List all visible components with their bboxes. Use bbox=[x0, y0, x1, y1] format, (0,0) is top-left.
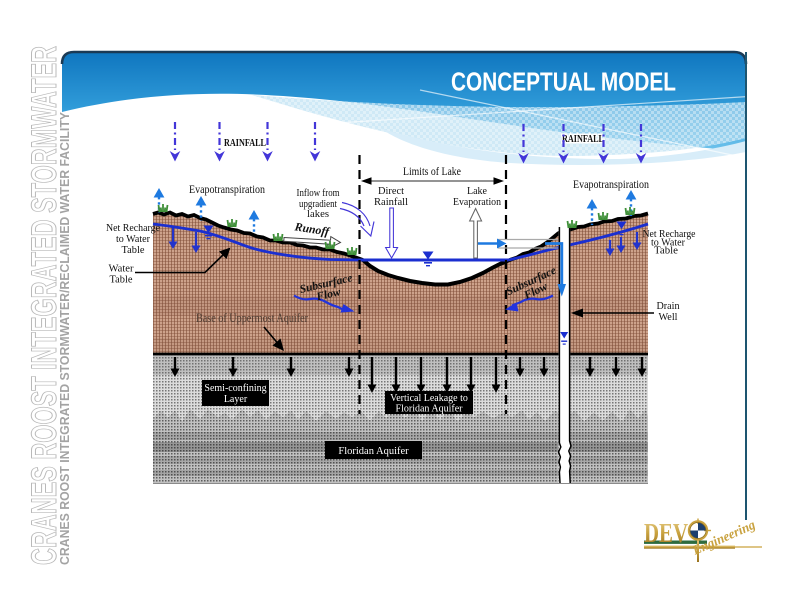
svg-text:Net Recharge: Net Recharge bbox=[106, 222, 160, 234]
svg-text:Layer: Layer bbox=[224, 394, 248, 405]
svg-text:Net Recharge: Net Recharge bbox=[643, 229, 697, 240]
svg-text:Drain: Drain bbox=[657, 300, 680, 312]
svg-text:Base of Uppermost Aquifer: Base of Uppermost Aquifer bbox=[196, 311, 309, 325]
svg-text:lakes: lakes bbox=[307, 208, 329, 220]
svg-text:CRANES ROOST INTEGRATED STORMW: CRANES ROOST INTEGRATED STORMWATER/RECLA… bbox=[58, 111, 72, 565]
svg-text:DEV: DEV bbox=[644, 518, 688, 548]
svg-text:Evaporation: Evaporation bbox=[453, 196, 501, 208]
svg-text:to Water: to Water bbox=[116, 233, 150, 245]
svg-text:Lake: Lake bbox=[467, 185, 487, 197]
svg-text:Table: Table bbox=[110, 274, 133, 286]
svg-text:Semi-confining: Semi-confining bbox=[204, 383, 266, 394]
svg-text:Floridan Aquifer: Floridan Aquifer bbox=[338, 446, 409, 457]
svg-text:Floridan Aquifer: Floridan Aquifer bbox=[396, 404, 464, 415]
svg-text:Table: Table bbox=[654, 246, 679, 257]
svg-text:Limits of Lake: Limits of Lake bbox=[403, 166, 461, 178]
svg-text:Direct: Direct bbox=[378, 185, 404, 197]
svg-text:Water: Water bbox=[109, 263, 134, 275]
svg-text:Table: Table bbox=[122, 244, 145, 256]
svg-text:Evapotranspiration: Evapotranspiration bbox=[189, 184, 265, 196]
svg-text:Inflow from: Inflow from bbox=[297, 187, 340, 199]
svg-text:to Water: to Water bbox=[651, 238, 686, 249]
svg-text:RAINFALL: RAINFALL bbox=[562, 134, 604, 145]
svg-text:upgradient: upgradient bbox=[299, 198, 337, 210]
svg-text:CONCEPTUAL MODEL: CONCEPTUAL MODEL bbox=[451, 69, 676, 97]
svg-text:Well: Well bbox=[659, 311, 678, 323]
svg-text:Runoff: Runoff bbox=[293, 219, 331, 239]
svg-text:RAINFALL: RAINFALL bbox=[224, 138, 266, 149]
svg-text:Evapotranspiration: Evapotranspiration bbox=[573, 179, 649, 191]
svg-text:CRANES ROOST INTEGRATED STORMW: CRANES ROOST INTEGRATED STORMWATER bbox=[25, 46, 64, 565]
svg-text:Rainfall: Rainfall bbox=[374, 196, 408, 208]
svg-text:Vertical Leakage to: Vertical Leakage to bbox=[390, 393, 468, 404]
svg-text:Flow: Flow bbox=[314, 286, 342, 303]
